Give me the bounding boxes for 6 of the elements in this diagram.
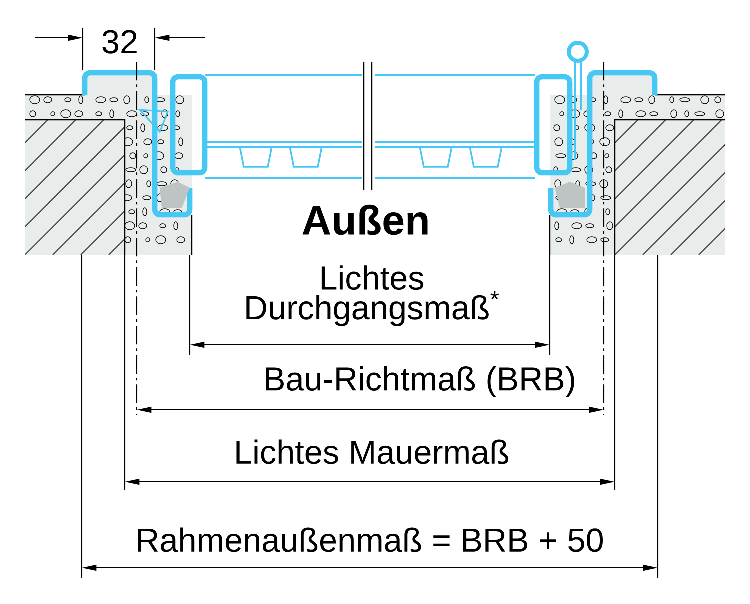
dimension-label: Rahmenaußenmaß = BRB + 50 [138,528,604,552]
dimension-label: 32 [102,30,137,54]
side-label: Außen [302,204,428,236]
dimension-label: Lichtes Mauermaß [236,440,509,464]
dimension-label: Bau-Richtmaß (BRB) [266,366,574,398]
dimension-label: Lichtes Durchgangsmaß$^{*}$ [246,266,500,326]
